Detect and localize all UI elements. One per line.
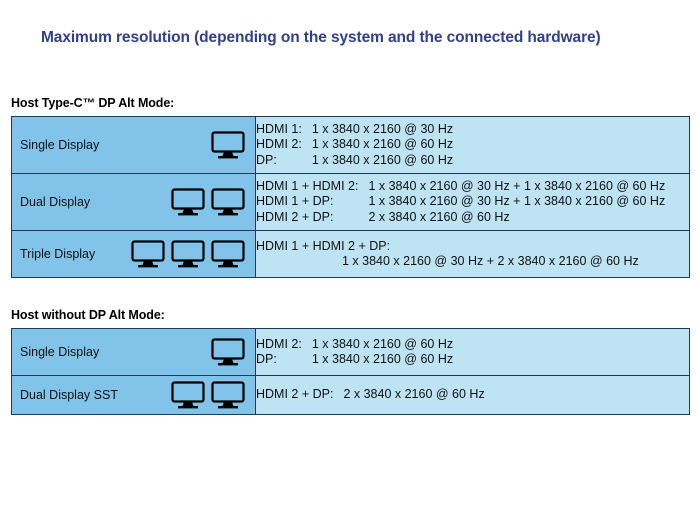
- spec-table-type-c-dp-alt-mode: Single Display HDMI 1: 1 x 3840 x 2160 @ 3…: [11, 116, 690, 278]
- table-row: Single Display HDMI 1: 1 x 3840 x 2160 @ 3…: [11, 116, 690, 174]
- spec-key: HDMI 1 + HDMI 2 + DP:: [256, 238, 391, 253]
- spec-line: DP: 1 x 3840 x 2160 @ 60 Hz: [256, 153, 453, 169]
- spec-line-list: HDMI 1: 1 x 3840 x 2160 @ 30 Hz HDMI 2: 1 x…: [256, 122, 453, 169]
- monitor-group: [171, 381, 245, 409]
- spec-line-list: HDMI 1 + HDMI 2: 1 x 3840 x 2160 @ 30 Hz …: [256, 179, 665, 226]
- spec-line: HDMI 1 + DP: 1 x 3840 x 2160 @ 30 Hz + 1 …: [256, 194, 665, 210]
- spec-line-list: HDMI 2: 1 x 3840 x 2160 @ 60 Hz DP: 1 x 384…: [256, 337, 453, 368]
- monitor-group: [211, 338, 245, 366]
- monitor-icon: [171, 240, 205, 268]
- spec-line: HDMI 2: 1 x 3840 x 2160 @ 60 Hz: [256, 137, 453, 153]
- spec-value: 1 x 3840 x 2160 @ 60 Hz: [311, 352, 454, 366]
- display-mode-label: Dual Display SST: [20, 388, 118, 402]
- resolution-spec-cell: HDMI 2: 1 x 3840 x 2160 @ 60 Hz DP: 1 x 384…: [255, 328, 690, 376]
- spec-line: HDMI 1: 1 x 3840 x 2160 @ 30 Hz: [256, 122, 453, 138]
- spec-key: HDMI 2 + DP:: [256, 387, 334, 402]
- display-mode-label: Single Display: [20, 345, 100, 359]
- monitor-icon: [211, 188, 245, 216]
- spec-line: HDMI 2 + DP: 2 x 3840 x 2160 @ 60 Hz: [256, 387, 485, 403]
- monitor-icon: [171, 381, 205, 409]
- display-mode-label: Single Display: [20, 138, 100, 152]
- spec-table-without-dp-alt-mode: Single Display HDMI 2: 1 x 3840 x 2160 @ 6…: [11, 328, 690, 415]
- spec-value: 1 x 3840 x 2160 @ 60 Hz: [311, 152, 454, 167]
- table-row: Dual Display HDMI 1 + HDMI 2: 1 x 3840 x 2…: [11, 173, 690, 231]
- monitor-group: [171, 188, 245, 216]
- display-mode-cell: Dual Display: [11, 173, 256, 231]
- spec-key: HDMI 1 + DP:: [256, 194, 334, 209]
- display-mode-label: Dual Display: [20, 195, 91, 209]
- spec-value: 1 x 3840 x 2160 @ 30 Hz + 2 x 3840 x 216…: [342, 254, 639, 268]
- spec-key: HDMI 1 + HDMI 2:: [256, 178, 359, 193]
- resolution-spec-cell: HDMI 1 + HDMI 2 + DP:1 x 3840 x 2160 @ 3…: [255, 230, 690, 278]
- spec-value: 1 x 3840 x 2160 @ 60 Hz: [311, 336, 454, 351]
- spec-key: HDMI 2:: [256, 137, 302, 152]
- monitor-icon: [211, 338, 245, 366]
- spec-value: 1 x 3840 x 2160 @ 30 Hz + 1 x 3840 x 216…: [368, 178, 666, 193]
- spec-line: HDMI 2 + DP: 2 x 3840 x 2160 @ 60 Hz: [256, 210, 665, 226]
- spec-value: 1 x 3840 x 2160 @ 30 Hz: [311, 121, 454, 136]
- resolution-spec-cell: HDMI 2 + DP: 2 x 3840 x 2160 @ 60 Hz: [255, 375, 690, 415]
- page-title: Maximum resolution (depending on the sys…: [41, 29, 601, 46]
- spec-line: HDMI 1 + HDMI 2: 1 x 3840 x 2160 @ 30 Hz …: [256, 179, 665, 195]
- section-without-dp-alt-mode: Host without DP Alt Mode: Single Display…: [11, 308, 690, 415]
- resolution-spec-cell: HDMI 1 + HDMI 2: 1 x 3840 x 2160 @ 30 Hz …: [255, 173, 690, 231]
- display-mode-cell: Single Display: [11, 116, 256, 174]
- table-row: Single Display HDMI 2: 1 x 3840 x 2160 @ 6…: [11, 328, 690, 376]
- spec-line: DP: 1 x 3840 x 2160 @ 60 Hz: [256, 352, 453, 368]
- display-mode-cell: Dual Display SST: [11, 375, 256, 415]
- spec-key: DP:: [256, 352, 277, 366]
- spec-key: DP:: [256, 152, 277, 167]
- spec-value: 1 x 3840 x 2160 @ 30 Hz + 1 x 3840 x 216…: [368, 194, 666, 209]
- spec-line-list: HDMI 2 + DP: 2 x 3840 x 2160 @ 60 Hz: [256, 387, 485, 403]
- resolution-spec-cell: HDMI 1: 1 x 3840 x 2160 @ 30 Hz HDMI 2: 1 x…: [255, 116, 690, 174]
- monitor-icon: [211, 240, 245, 268]
- spec-value: 1 x 3840 x 2160 @ 60 Hz: [311, 137, 454, 152]
- monitor-icon: [131, 240, 165, 268]
- spec-value: 2 x 3840 x 2160 @ 60 Hz: [343, 387, 485, 402]
- spec-line: HDMI 2: 1 x 3840 x 2160 @ 60 Hz: [256, 337, 453, 353]
- monitor-group: [131, 240, 245, 268]
- monitor-icon: [171, 188, 205, 216]
- section-header: Host Type-C™ DP Alt Mode:: [11, 96, 175, 110]
- monitor-icon: [211, 381, 245, 409]
- section-header: Host without DP Alt Mode:: [11, 308, 165, 322]
- spec-key: HDMI 2:: [256, 336, 302, 351]
- monitor-icon: [211, 131, 245, 159]
- display-mode-label: Triple Display: [20, 247, 96, 261]
- display-mode-cell: Triple Display: [11, 230, 256, 278]
- table-row: Dual Display SST HDMI 2 + DP: 2 x 3840 x 2…: [11, 375, 690, 415]
- spec-key: HDMI 1:: [256, 121, 302, 136]
- spec-value: 2 x 3840 x 2160 @ 60 Hz: [368, 209, 510, 224]
- monitor-group: [211, 131, 245, 159]
- table-row: Triple Display HDMI 1 + HDMI 2 + DP:1 x 3…: [11, 230, 690, 278]
- section-type-c-dp-alt-mode: Host Type-C™ DP Alt Mode: Single Display…: [11, 96, 690, 278]
- display-mode-cell: Single Display: [11, 328, 256, 376]
- spec-key: HDMI 2 + DP:: [256, 209, 334, 224]
